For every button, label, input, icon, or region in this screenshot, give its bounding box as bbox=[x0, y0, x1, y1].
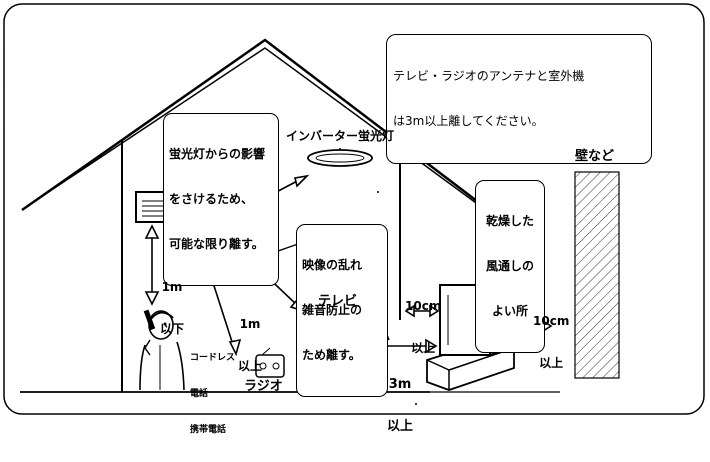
distance-outdoor-house: 10cm 以上 bbox=[405, 271, 441, 383]
tv-label: テレビ bbox=[318, 294, 358, 309]
radio-set bbox=[255, 347, 285, 378]
outer-frame bbox=[3, 3, 705, 415]
fluorescent-advice-line-3: 可能な限り離す。 bbox=[169, 237, 264, 251]
outdoor-advice-line-1: 乾燥した bbox=[485, 214, 534, 228]
distance-outdoor-wall-value: 10cm bbox=[533, 314, 570, 328]
distance-ac-tv-value: 1m bbox=[239, 317, 261, 331]
interference-advice-line-3: ため離す。 bbox=[302, 348, 361, 362]
diagram-canvas: テレビ・ラジオのアンテナと室外機 は3m以上離してください。 蛍光灯からの影響 … bbox=[3, 3, 705, 435]
outdoor-advice-line-2: 風通しの bbox=[485, 259, 534, 273]
inverter-light-label: インバーター蛍光灯 bbox=[286, 129, 395, 143]
distance-outdoor-wall: 10cm 以上 bbox=[533, 286, 569, 398]
distance-ac-phone: 1m 以下 bbox=[160, 252, 184, 364]
phones-line-3: 携帯電話 bbox=[190, 425, 227, 435]
notice-line-1: テレビ・ラジオのアンテナと室外機 bbox=[393, 69, 585, 83]
phones-line-1: コードレス bbox=[190, 353, 236, 363]
notice-line-2: は3m以上離してください。 bbox=[393, 114, 544, 128]
outdoor-advice-callout: 乾燥した 風通しの よい所 bbox=[475, 180, 545, 353]
inverter-light-fixture bbox=[307, 148, 373, 167]
distance-ac-tv: 1m 以上 bbox=[238, 289, 262, 401]
distance-tv-outdoor-qualifier: 以上 bbox=[387, 419, 414, 434]
radio-label: ラジオ bbox=[244, 379, 283, 394]
fluorescent-advice-line-1: 蛍光灯からの影響 bbox=[169, 147, 266, 161]
antenna-distance-notice: テレビ・ラジオのアンテナと室外機 は3m以上離してください。 bbox=[386, 34, 652, 164]
interference-advice-line-1: 映像の乱れ bbox=[302, 258, 363, 272]
distance-tv-outdoor-value: 3m bbox=[388, 377, 412, 392]
distance-outdoor-house-value: 10cm bbox=[405, 299, 442, 313]
wall-block bbox=[574, 171, 620, 379]
interference-advice-callout: 映像の乱れ 雑音防止の ため離す。 bbox=[296, 224, 388, 397]
person-with-phone bbox=[139, 309, 185, 391]
fluorescent-advice-callout: 蛍光灯からの影響 をさけるため、 可能な限り離す。 bbox=[163, 113, 279, 286]
distance-outdoor-house-qualifier: 以上 bbox=[411, 341, 436, 355]
house-roof-inner bbox=[34, 47, 503, 223]
distance-outdoor-wall-qualifier: 以上 bbox=[539, 356, 564, 370]
phones-line-2: 電話 bbox=[190, 389, 209, 399]
interference-advice-line-2: 雑音防止の bbox=[302, 303, 363, 317]
house-roof bbox=[21, 38, 516, 231]
phones-label: コードレス 電話 携帯電話 bbox=[190, 328, 235, 460]
distance-ac-phone-value: 1m bbox=[161, 280, 183, 294]
distance-ac-phone-qualifier: 以下 bbox=[160, 322, 185, 336]
distance-ac-tv-qualifier: 以上 bbox=[238, 359, 263, 373]
fluorescent-advice-line-2: をさけるため、 bbox=[169, 192, 254, 206]
outdoor-advice-line-3: よい所 bbox=[491, 304, 528, 318]
wall-label: 壁など bbox=[575, 149, 615, 164]
